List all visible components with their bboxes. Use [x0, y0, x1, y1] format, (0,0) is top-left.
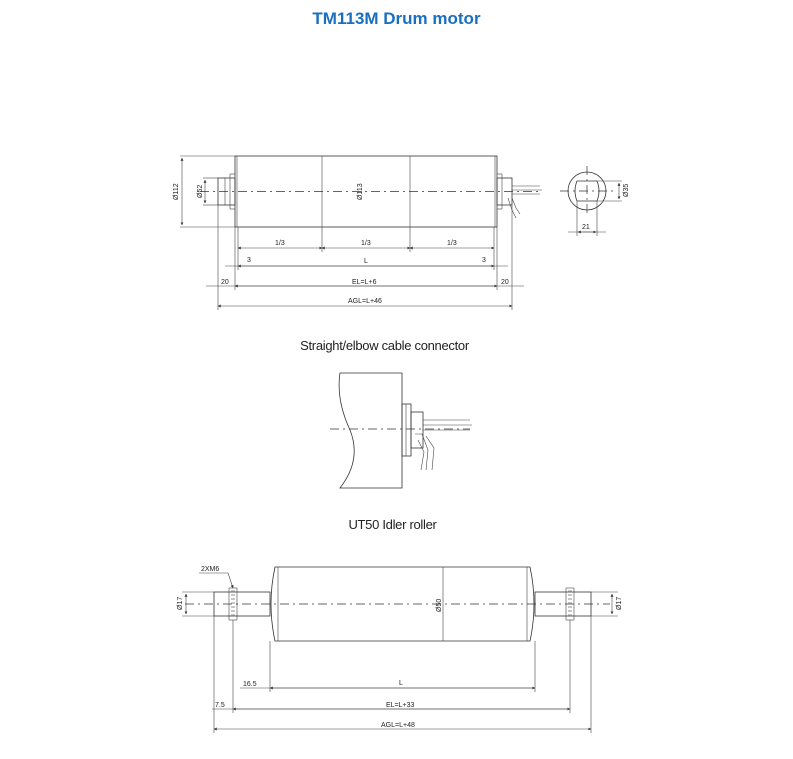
dim-dia-50: Ø50: [436, 599, 443, 612]
drum-motor-side-view: [180, 155, 542, 310]
cable-connector-detail: [330, 372, 472, 489]
dim-shaft-right: Ø17: [616, 597, 623, 610]
dim-idler-el: EL=L+33: [386, 702, 415, 709]
dim-idler-length: L: [399, 680, 403, 687]
connector-caption: Straight/elbow cable connector: [300, 338, 469, 353]
idler-right-shaft: [534, 591, 592, 617]
dim-idler-agl: AGL=L+48: [381, 722, 415, 729]
dim-shaft-left: Ø17: [177, 597, 184, 610]
page-title: TM113M Drum motor: [312, 9, 481, 28]
left-shaft: [217, 177, 236, 206]
idler-roller-drawing: [182, 566, 618, 733]
dim-el: EL=L+6: [352, 279, 377, 286]
dim-third-2: 1/3: [361, 240, 371, 247]
dim-offset-right: 3: [482, 257, 486, 264]
dim-third-1: 1/3: [275, 240, 285, 247]
idler-caption: UT50 Idler roller: [348, 517, 437, 532]
dim-offset-16-5: 16.5: [243, 681, 257, 688]
idler-body: [270, 566, 535, 642]
drum-motor-end-view: [560, 166, 622, 236]
dim-dia-113: Ø113: [357, 183, 364, 200]
dim-margin-right: 20: [501, 279, 509, 286]
dim-margin-left: 20: [221, 279, 229, 286]
dim-dia-35: Ø35: [623, 184, 630, 197]
dim-dia-112: Ø112: [173, 183, 180, 200]
dim-dia-52: Ø52: [197, 185, 204, 198]
dim-length: L: [364, 258, 368, 265]
dim-flat-21: 21: [582, 224, 590, 231]
dim-offset-7-5: 7.5: [215, 702, 225, 709]
dim-third-3: 1/3: [447, 240, 457, 247]
dim-agl: AGL=L+46: [348, 298, 382, 305]
dim-thread-2xm6: 2XM6: [201, 566, 219, 573]
dim-offset-left: 3: [247, 257, 251, 264]
